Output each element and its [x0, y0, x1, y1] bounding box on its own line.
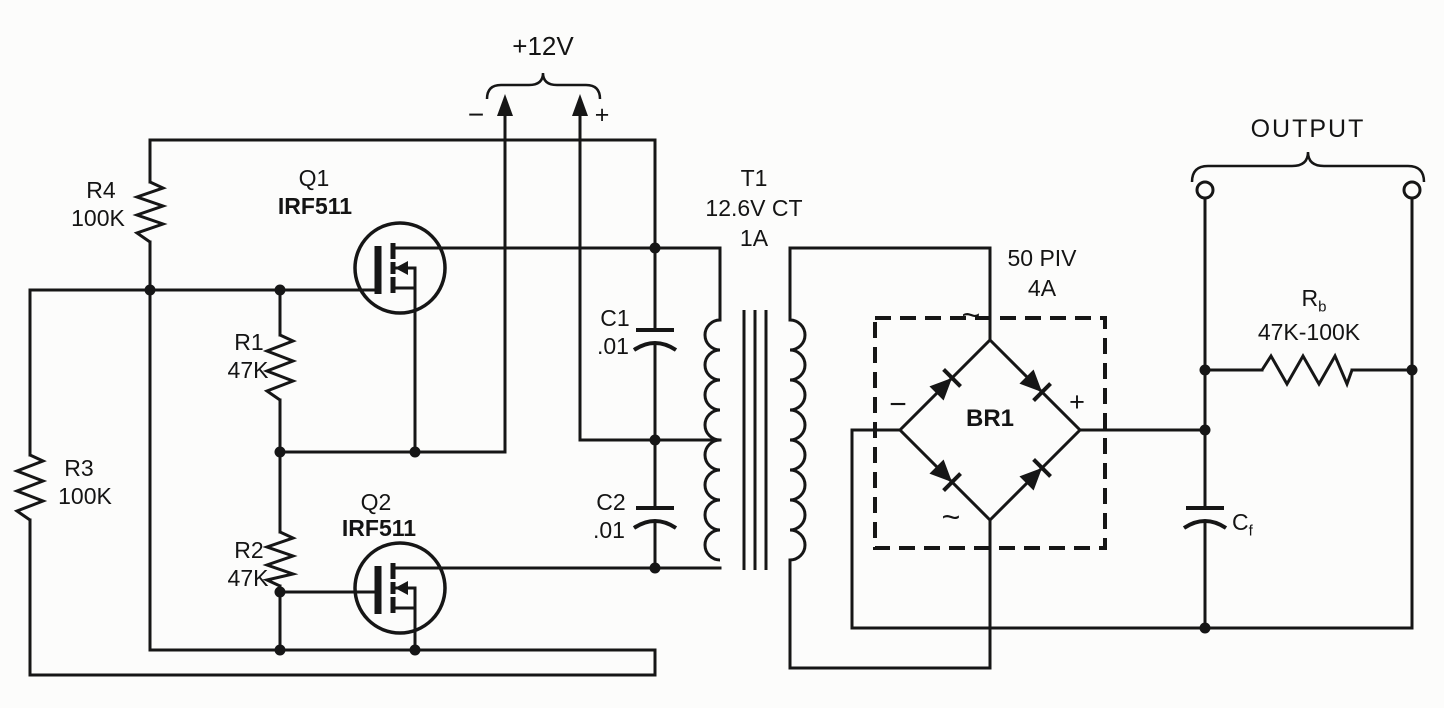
br1-amps-label: 4A	[1027, 275, 1057, 301]
t1-primary-coil	[703, 318, 721, 562]
bridge-rectifier-br1	[873, 316, 1107, 550]
supply-plus-label: +	[594, 101, 610, 129]
mosfet-q2	[353, 541, 447, 635]
cf-ref-letter: C	[1232, 509, 1249, 535]
supply-arrows	[485, 72, 602, 116]
cf-ref-label: Cf	[1232, 509, 1292, 540]
supply-minus-label: −	[467, 99, 485, 130]
br1-ac-top-label: ~	[961, 297, 981, 333]
c1-value-label: .01	[597, 333, 629, 359]
c2-ref-label: C2	[596, 489, 626, 515]
resistor-r1	[262, 333, 298, 402]
r1-value-label: 47K	[227, 357, 269, 383]
output-terminal-right	[1402, 180, 1422, 200]
output-terminals	[1195, 180, 1422, 200]
rb-ref-label: Rb	[1284, 285, 1344, 316]
output-brace	[1190, 151, 1426, 183]
br1-ac-bottom-label: ~	[941, 499, 961, 535]
q1-ref-label: Q1	[298, 165, 330, 191]
wires	[28, 110, 1414, 677]
r2-value-label: 47K	[227, 565, 269, 591]
br1-diamond	[897, 337, 1083, 523]
br1-neg-label: −	[889, 388, 907, 421]
t1-ref-label: T1	[740, 165, 768, 191]
c2-value-label: .01	[593, 517, 625, 543]
transformer-t1	[703, 310, 807, 570]
resistor-r3	[12, 453, 48, 522]
br1-ref-label: BR1	[965, 405, 1014, 432]
rb-ref-subscript: b	[1318, 298, 1327, 316]
br1-dashed-box	[873, 316, 1107, 550]
r4-value-label: 100K	[71, 205, 125, 231]
r4-ref-label: R4	[86, 177, 116, 203]
resistor-rb	[1260, 352, 1354, 389]
q1-body-arrow-icon	[395, 261, 408, 275]
br1-piv-label: 50 PIV	[1007, 245, 1077, 271]
rb-value-label: 47K-100K	[1257, 319, 1361, 345]
c1-ref-label: C1	[600, 305, 630, 331]
minus-arrowhead-icon	[497, 94, 513, 116]
supply-voltage-label: +12V	[512, 31, 574, 61]
supply-brace	[485, 72, 602, 100]
t1-voltage-label: 12.6V CT	[705, 195, 803, 221]
r3-ref-label: R3	[64, 455, 94, 481]
q2-part-label: IRF511	[341, 515, 417, 541]
r1-ref-label: R1	[234, 329, 264, 355]
cf-ref-subscript: f	[1248, 522, 1253, 540]
r3-value-label: 100K	[58, 483, 112, 509]
rb-ref-letter: R	[1301, 285, 1319, 311]
t1-secondary-coil	[789, 318, 807, 562]
capacitor-c2	[632, 506, 678, 530]
br1-pos-label: +	[1069, 387, 1085, 417]
capacitor-cf	[1182, 506, 1228, 530]
q2-ref-label: Q2	[360, 489, 392, 515]
resistor-r4	[132, 180, 168, 244]
junction-dots	[144, 242, 1418, 656]
q2-body-arrow-icon	[395, 581, 408, 595]
resistor-r2	[262, 530, 299, 588]
output-label: OUTPUT	[1250, 115, 1366, 143]
output-terminal-left	[1195, 180, 1215, 200]
capacitor-c1	[632, 328, 678, 352]
plus-arrowhead-icon	[572, 94, 588, 116]
r2-ref-label: R2	[234, 537, 264, 563]
mosfet-q1	[353, 221, 447, 315]
t1-current-label: 1A	[739, 225, 769, 251]
q1-part-label: IRF511	[277, 193, 353, 219]
